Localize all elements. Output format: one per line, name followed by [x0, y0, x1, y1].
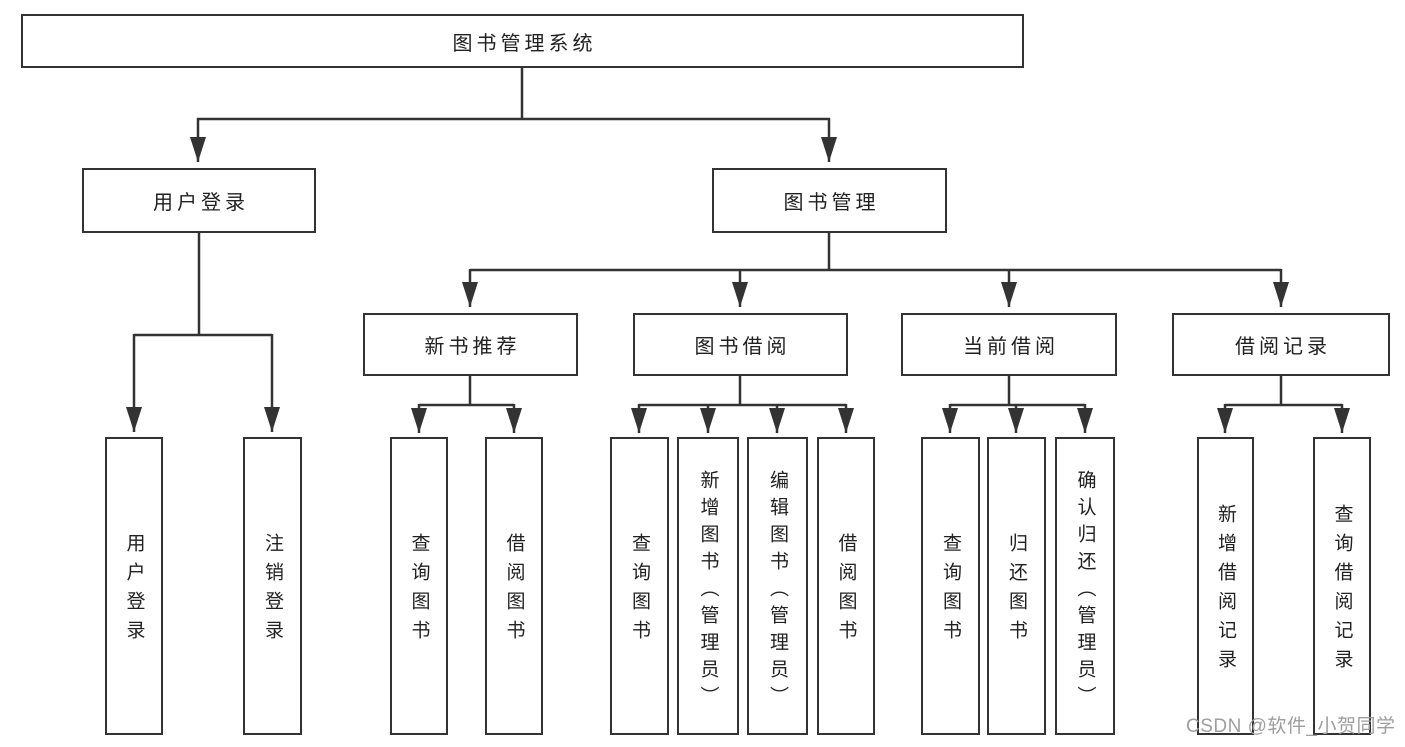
leaf-br-add-record-label: 新增借阅记录 — [1215, 504, 1236, 678]
leaf-user-login-label: 用户登录 — [123, 533, 145, 649]
leaf-bb-borrow-books-label: 借阅图书 — [835, 533, 857, 649]
node-borrowing-records: 借阅记录 — [1172, 313, 1390, 376]
leaf-bb-edit-books-admin: 编辑图书（管理员） — [747, 437, 808, 735]
leaf-cb-query-books: 查询图书 — [921, 437, 980, 735]
node-user-login: 用户登录 — [82, 168, 316, 233]
leaf-br-query-record: 查询借阅记录 — [1313, 437, 1371, 735]
node-root: 图书管理系统 — [21, 14, 1024, 68]
leaf-bb-borrow-books: 借阅图书 — [817, 437, 875, 735]
node-current-borrowing: 当前借阅 — [901, 313, 1117, 376]
leaf-logout-label: 注销登录 — [262, 533, 283, 649]
leaf-cb-return-books-label: 归还图书 — [1006, 533, 1027, 649]
node-root-label: 图书管理系统 — [452, 32, 597, 55]
node-book-management: 图书管理 — [712, 168, 947, 233]
leaf-bb-query-books: 查询图书 — [610, 437, 669, 735]
node-borrowing-records-label: 借阅记录 — [1235, 336, 1331, 358]
leaf-bb-add-books-admin: 新增图书（管理员） — [677, 437, 739, 735]
leaf-nb-borrow-books-label: 借阅图书 — [503, 533, 525, 649]
leaf-br-add-record: 新增借阅记录 — [1197, 437, 1254, 735]
node-user-login-label: 用户登录 — [153, 192, 249, 214]
leaf-nb-borrow-books: 借阅图书 — [485, 437, 543, 735]
csdn-watermark: CSDN @软件_小贺同学 — [1186, 716, 1396, 737]
leaf-bb-query-books-label: 查询图书 — [629, 533, 650, 649]
node-new-book-recommend: 新书推荐 — [363, 313, 578, 376]
leaf-cb-query-books-label: 查询图书 — [940, 533, 961, 649]
leaf-nb-query-books-label: 查询图书 — [408, 533, 430, 649]
node-new-book-recommend-label: 新书推荐 — [424, 336, 521, 358]
leaf-logout: 注销登录 — [243, 437, 302, 735]
node-book-management-label: 图书管理 — [783, 192, 880, 214]
node-current-borrowing-label: 当前借阅 — [963, 336, 1059, 358]
node-book-borrowing-label: 图书借阅 — [694, 336, 791, 358]
leaf-br-query-record-label: 查询借阅记录 — [1331, 504, 1353, 678]
leaf-bb-add-books-admin-label: 新增图书（管理员） — [697, 469, 719, 713]
leaf-cb-confirm-return-admin: 确认归还（管理员） — [1055, 437, 1115, 735]
leaf-cb-return-books: 归还图书 — [987, 437, 1046, 735]
leaf-cb-confirm-return-admin-label: 确认归还（管理员） — [1074, 469, 1096, 713]
leaf-nb-query-books: 查询图书 — [390, 437, 448, 735]
node-book-borrowing: 图书借阅 — [633, 313, 848, 376]
leaf-user-login: 用户登录 — [105, 437, 163, 735]
leaf-bb-edit-books-admin-label: 编辑图书（管理员） — [767, 469, 788, 713]
